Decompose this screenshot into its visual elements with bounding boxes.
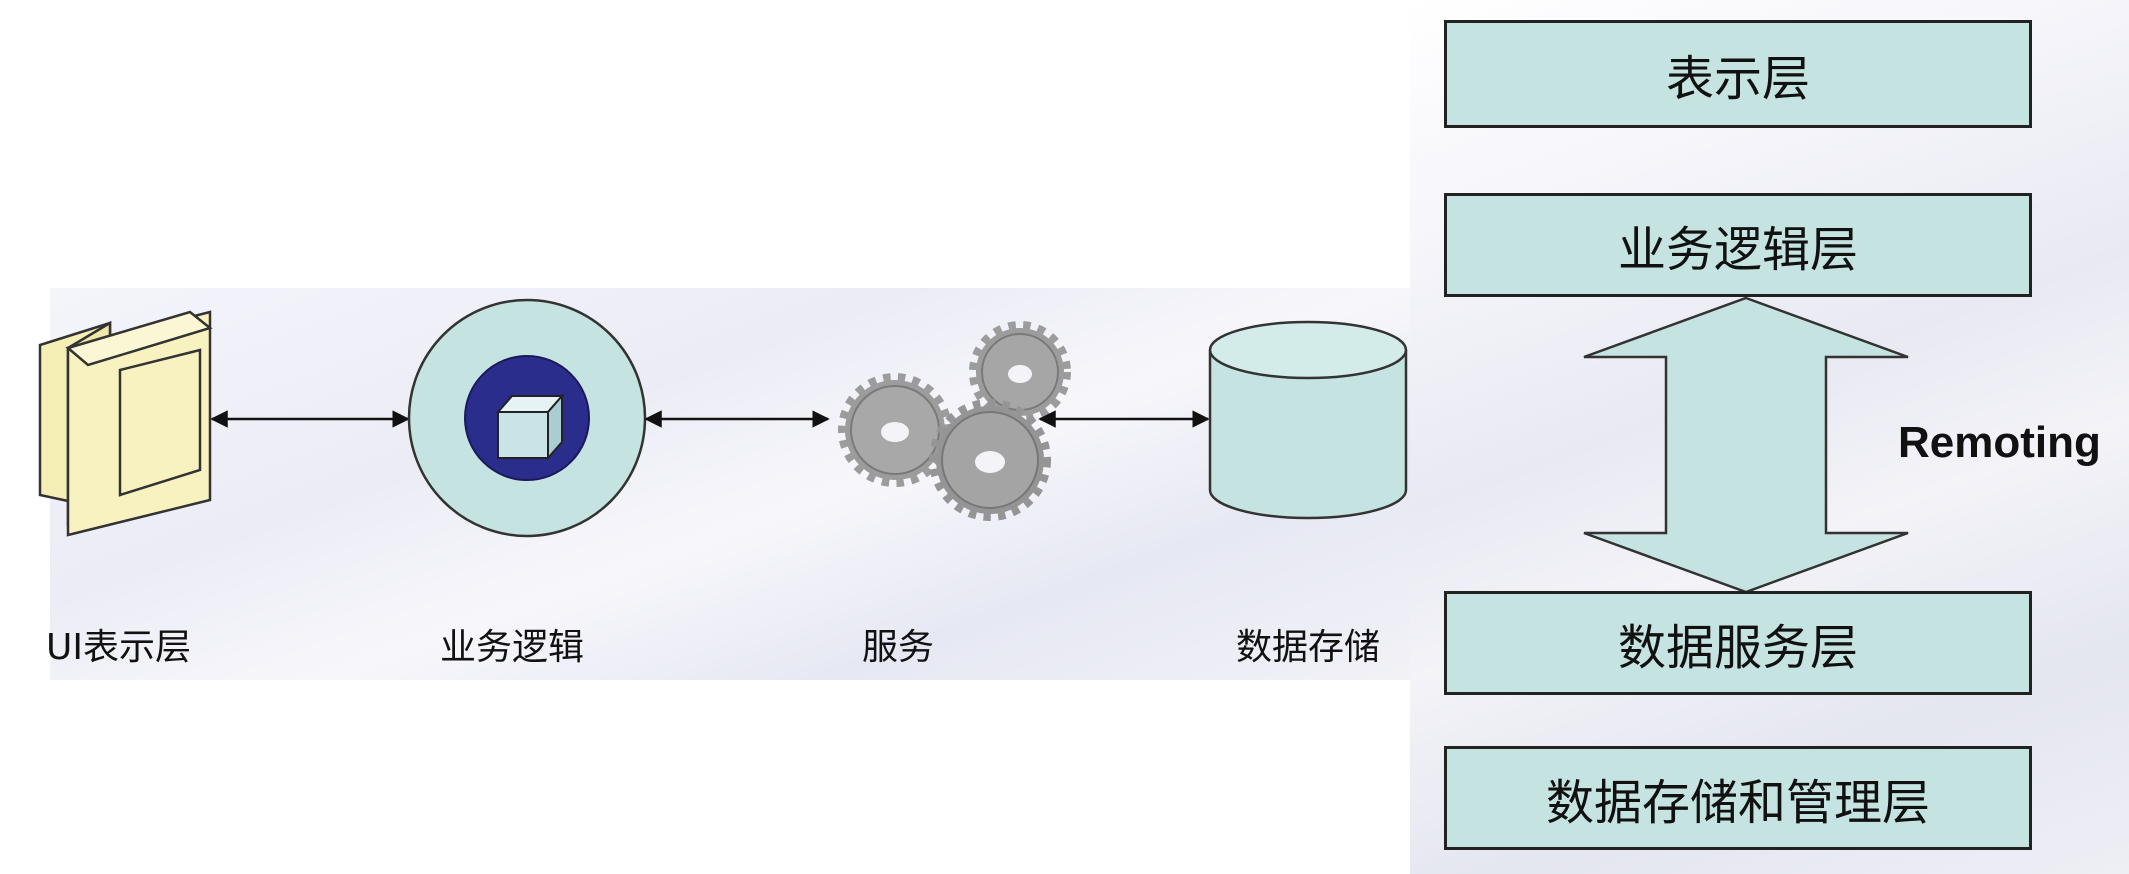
component-label-business: 业务逻辑 — [440, 627, 585, 668]
gears-icon — [838, 321, 1071, 521]
component-label-service: 服务 — [862, 627, 935, 668]
layer-presentation: 表示层 — [1444, 20, 2032, 128]
remoting-double-arrow — [1583, 296, 1909, 594]
component-label-ui: UI表示层 — [46, 627, 191, 668]
cube-in-circle-icon — [407, 298, 647, 538]
database-cylinder-icon — [1208, 320, 1408, 520]
component-label-storage: 数据存储 — [1236, 627, 1381, 668]
left-diagram-background — [50, 288, 1430, 680]
monitor-icon — [38, 310, 213, 537]
layer-business-logic: 业务逻辑层 — [1444, 193, 2032, 297]
layer-data-storage-management: 数据存储和管理层 — [1444, 746, 2032, 850]
layer-data-service: 数据服务层 — [1444, 591, 2032, 695]
remoting-label: Remoting — [1898, 418, 2101, 467]
